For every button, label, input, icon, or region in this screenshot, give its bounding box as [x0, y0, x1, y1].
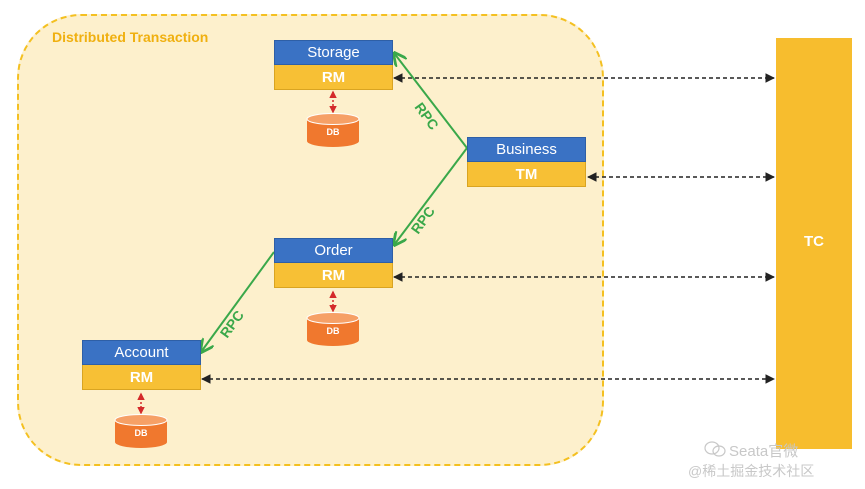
storage-title: Storage	[274, 40, 393, 65]
storage-node: Storage RM	[274, 40, 393, 90]
storage-db: DB	[306, 113, 360, 147]
wechat-icon	[704, 441, 726, 457]
order-db: DB	[306, 312, 360, 346]
database-icon	[306, 113, 360, 147]
business-role: TM	[467, 162, 586, 187]
order-title: Order	[274, 238, 393, 263]
storage-db-label: DB	[326, 127, 340, 137]
account-db: DB	[114, 414, 168, 448]
order-db-label: DB	[326, 326, 340, 336]
database-icon	[306, 312, 360, 346]
order-node: Order RM	[274, 238, 393, 288]
watermark-line1: Seata官微	[729, 443, 799, 460]
account-title: Account	[82, 340, 201, 365]
order-role: RM	[274, 263, 393, 288]
tc-box	[776, 38, 852, 449]
account-node: Account RM	[82, 340, 201, 390]
storage-role: RM	[274, 65, 393, 90]
database-icon	[114, 414, 168, 448]
watermark-line2: @稀土掘金技术社区	[688, 463, 815, 479]
rpc-business-order	[394, 147, 468, 245]
rpc-order-account	[201, 251, 275, 352]
region-label: Distributed Transaction	[52, 29, 209, 45]
rpc-business-storage	[394, 53, 468, 149]
account-db-label: DB	[134, 428, 148, 438]
tc-label: TC	[804, 233, 824, 250]
business-title: Business	[467, 137, 586, 162]
business-node: Business TM	[467, 137, 586, 187]
account-role: RM	[82, 365, 201, 390]
